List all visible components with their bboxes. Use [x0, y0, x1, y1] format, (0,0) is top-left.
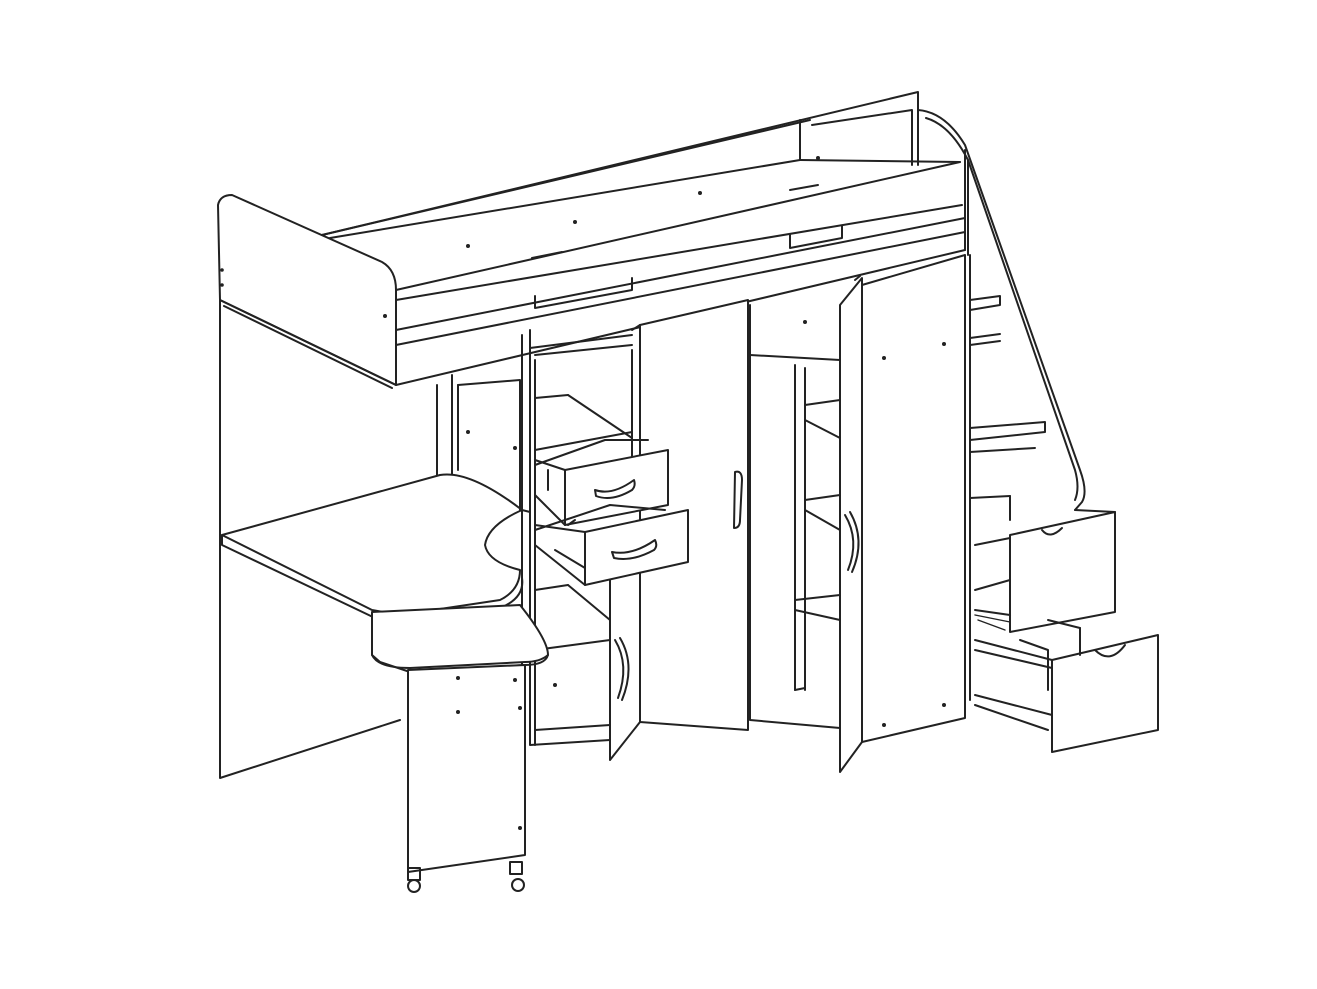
stair-side-panel [917, 109, 1116, 513]
bed-frame [321, 91, 966, 386]
middle-drawers [534, 439, 689, 586]
stair-drawer-lower [974, 619, 1159, 753]
wardrobe-right [749, 254, 966, 773]
left-end-panel [217, 194, 401, 779]
staircase [969, 254, 1046, 701]
desk-pedestal [371, 604, 549, 893]
stair-drawer-upper [974, 511, 1116, 633]
desk [221, 374, 531, 623]
